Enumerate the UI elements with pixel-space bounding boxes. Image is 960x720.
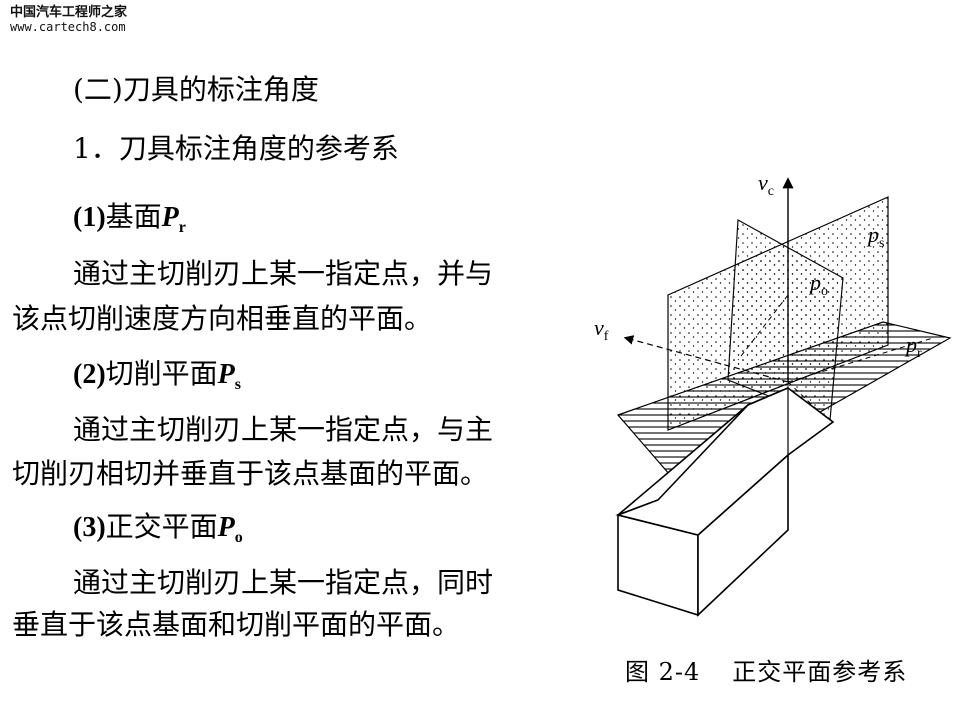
watermark: 中国汽车工程师之家 www.cartech8.com: [10, 5, 128, 35]
item-3-subscript: o: [234, 529, 243, 546]
figure-caption-text: 正交平面参考系: [732, 658, 908, 686]
label-ps: ps: [866, 222, 884, 251]
item-3-desc-line1: 通过主切削刃上某一指定点，同时: [73, 566, 494, 599]
item-2-heading: (2)切削平面Ps: [73, 357, 241, 402]
label-pr: pr: [904, 332, 922, 361]
subsection-title: 1．刀具标注角度的参考系: [73, 132, 399, 165]
item-1-number: (1): [73, 202, 106, 233]
item-1-heading: (1)基面Pr: [73, 200, 186, 245]
figure-caption: 图 2-4 正交平面参考系: [625, 652, 907, 687]
figure-caption-label: 图 2-4: [625, 658, 701, 686]
item-1-desc-line1: 通过主切削刃上某一指定点，并与: [73, 257, 494, 290]
construction-line: [737, 294, 789, 361]
item-1-name: 基面: [105, 200, 162, 233]
watermark-site-name: 中国汽车工程师之家: [10, 5, 128, 20]
construction-line: [787, 337, 934, 383]
item-1-symbol: P: [161, 202, 179, 233]
reference-planes-diagram: vc ps po vf pr: [594, 170, 952, 617]
item-1-desc-line2: 该点切削速度方向相垂直的平面。: [12, 302, 433, 335]
item-2-desc-line2: 切削刃相切并垂直于该点基面的平面。: [12, 457, 489, 490]
item-1-subscript: r: [178, 219, 186, 236]
item-2-name: 切削平面: [105, 357, 218, 390]
tool-head: [615, 387, 835, 536]
label-vc: vc: [758, 170, 774, 199]
label-vf: vf: [594, 315, 609, 344]
vf-axis: [623, 335, 789, 383]
item-3-name: 正交平面: [105, 510, 218, 543]
item-2-symbol: P: [217, 359, 235, 390]
watermark-url: www.cartech8.com: [10, 19, 126, 34]
item-3-number: (3): [73, 512, 106, 543]
item-3-symbol: P: [217, 512, 235, 543]
section-title: (二)刀具的标注角度: [73, 73, 319, 106]
item-3-heading: (3)正交平面Po: [73, 510, 243, 555]
item-2-desc-line1: 通过主切削刃上某一指定点，与主: [73, 413, 494, 446]
item-2-subscript: s: [234, 376, 242, 393]
text-column: (二)刀具的标注角度 1．刀具标注角度的参考系 (1)基面Pr 通过主切削刃上某…: [12, 73, 494, 641]
label-po: po: [808, 270, 828, 299]
item-2-number: (2): [73, 359, 106, 390]
item-3-desc-line2: 垂直于该点基面和切削平面的平面。: [12, 608, 461, 641]
